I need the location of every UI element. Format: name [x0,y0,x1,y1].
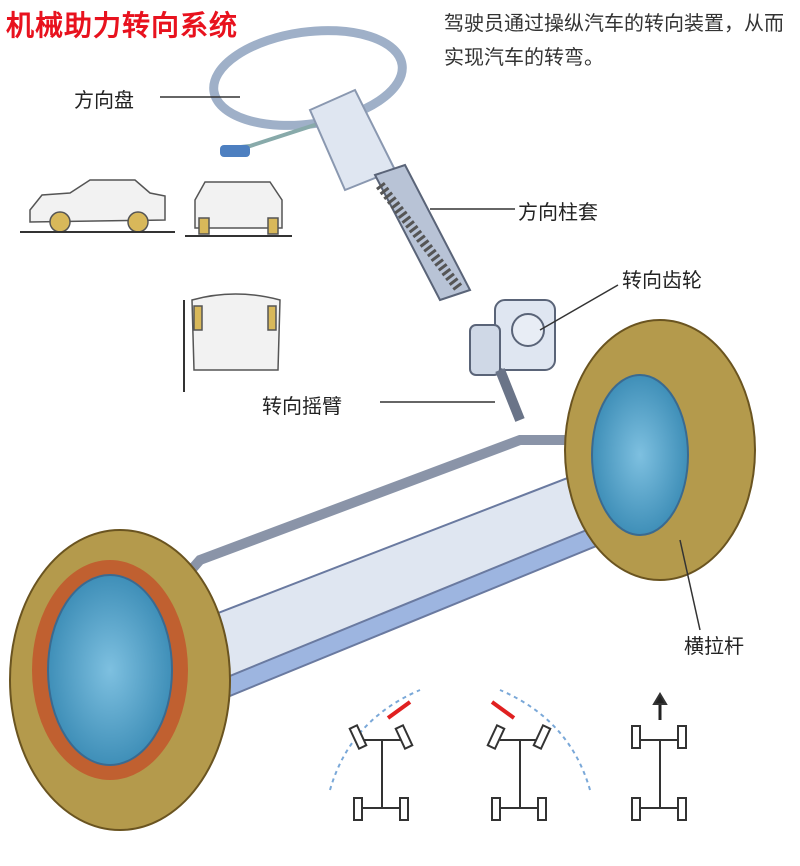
straight-diagram-icon [631,692,687,821]
right-turn-diagram-icon [486,689,591,821]
label-pitman-arm: 转向摇臂 [262,394,342,418]
diagram-title: 机械助力转向系统 [6,9,239,42]
right-wheel-icon [564,319,756,581]
car-side-view-icon [20,179,175,233]
label-tie-rod: 横拉杆 [684,634,744,658]
car-top-view-icon [183,293,281,392]
steering-gearbox-icon [469,299,556,376]
label-steering-wheel: 方向盘 [74,88,134,112]
steering-column-icon [308,88,472,302]
car-front-view-icon [185,181,292,237]
pitman-arm-icon [495,368,525,422]
label-leader-lines [160,96,701,631]
label-steering-gear: 转向齿轮 [622,268,702,292]
steering-wheel-icon [209,26,407,157]
diagram-description: 驾驶员通过操纵汽车的转向装置，从而实现汽车的转弯。 [444,11,784,69]
left-turn-diagram-icon [329,689,421,821]
left-wheel-icon [9,529,231,831]
label-column-sleeve: 方向柱套 [518,200,598,224]
